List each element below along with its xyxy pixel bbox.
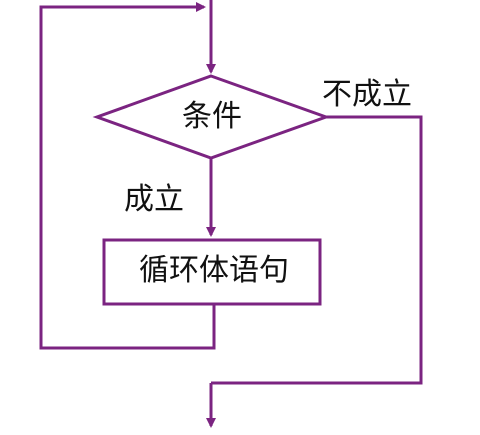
condition-label: 条件 xyxy=(182,99,242,134)
loop-body-box xyxy=(102,238,322,306)
loop-back-line xyxy=(39,2,216,350)
false-branch-line xyxy=(211,115,423,385)
true-branch-label: 成立 xyxy=(124,182,184,217)
loop-body-label: 循环体语句 xyxy=(139,253,289,288)
false-branch-label: 不成立 xyxy=(322,77,412,112)
